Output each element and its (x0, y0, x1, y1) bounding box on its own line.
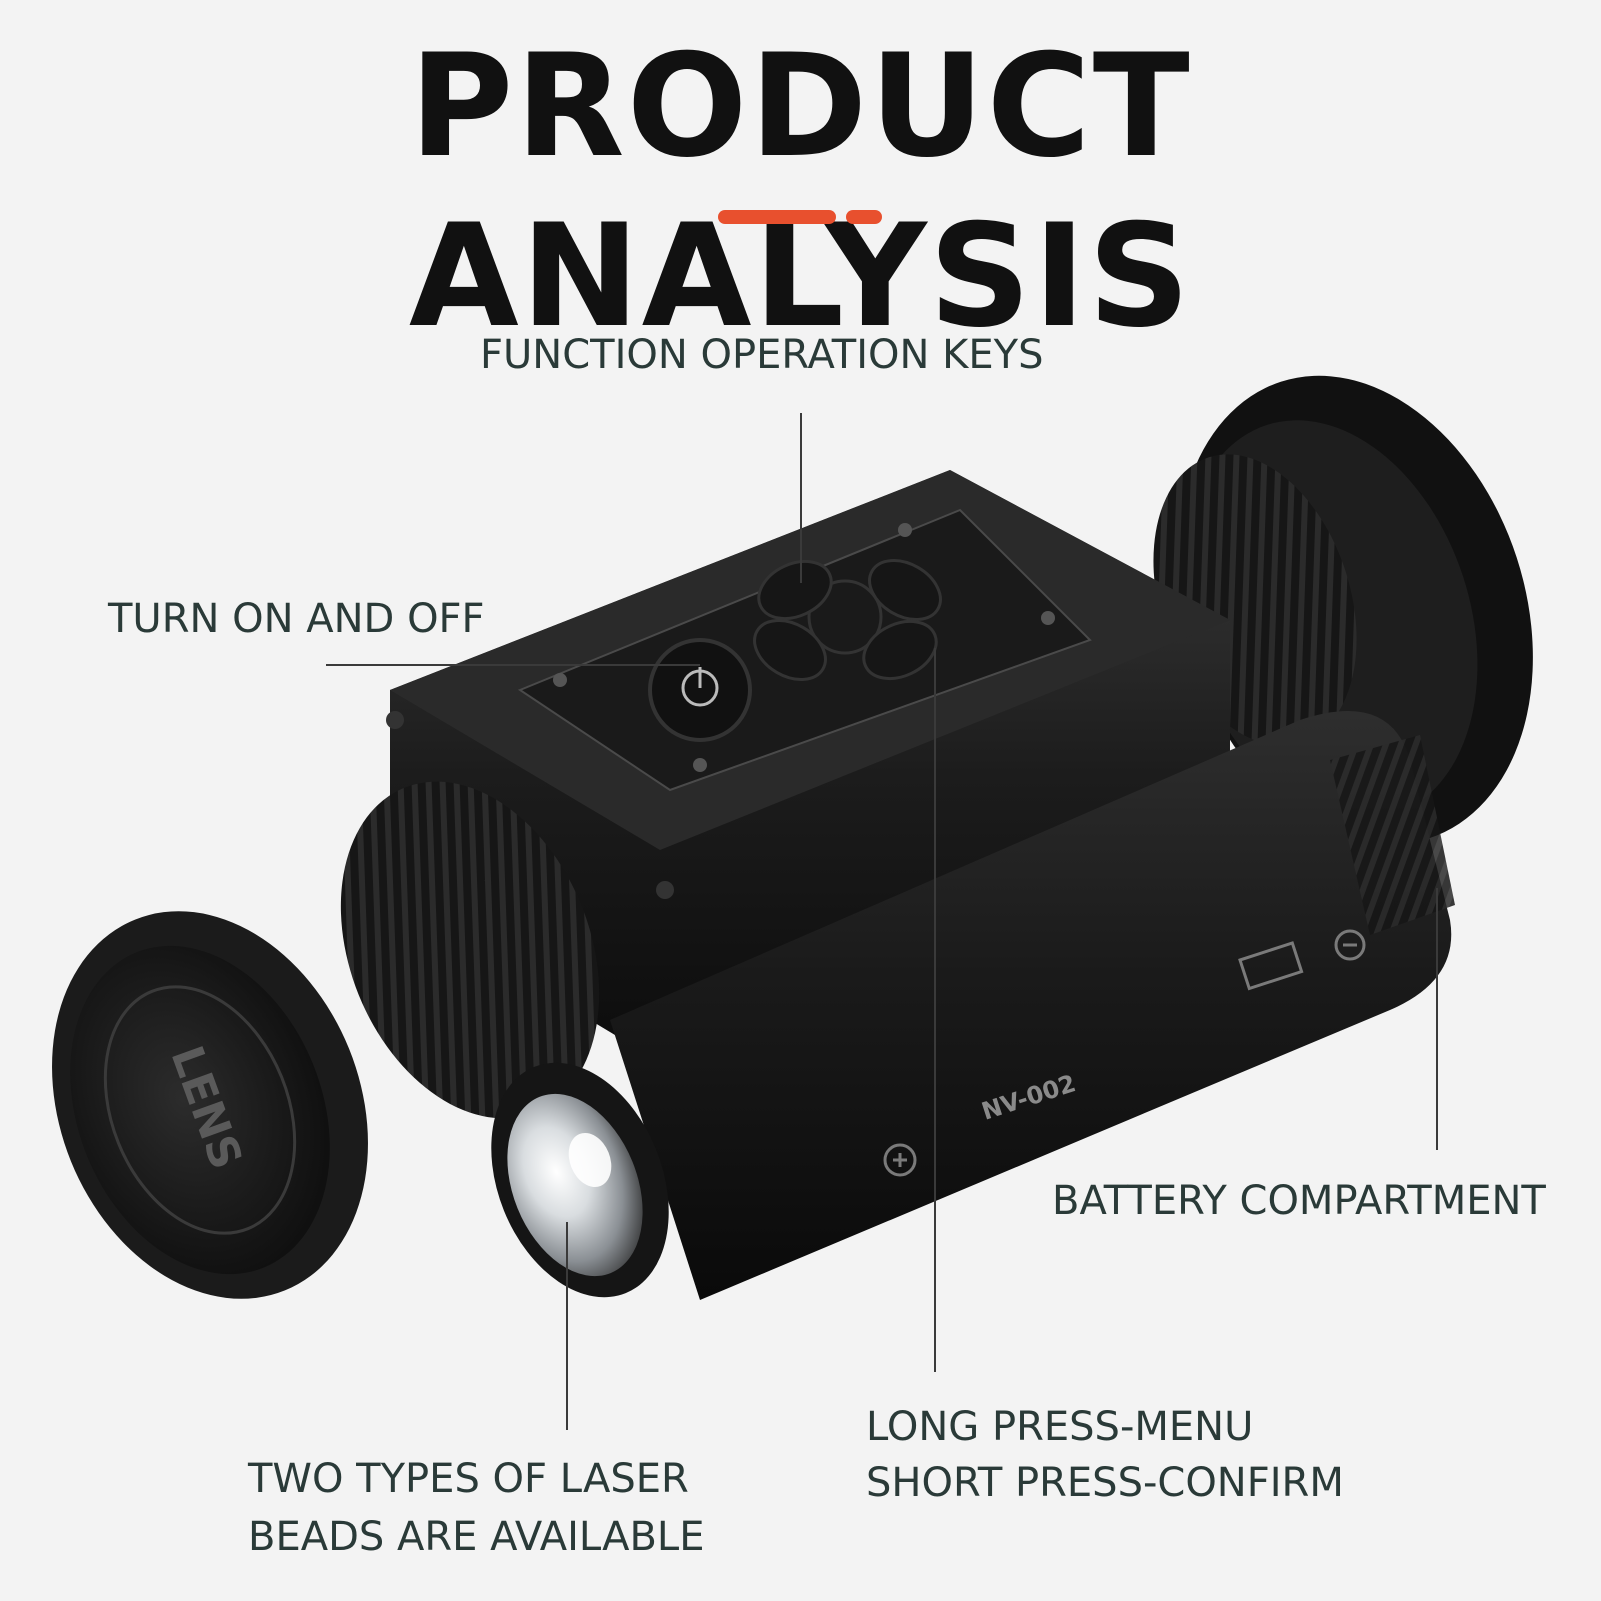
battery-indicator-icon (1238, 941, 1304, 991)
lens-cap: LENS (52, 911, 368, 1299)
callout-menu-line1: LONG PRESS-MENU (866, 1404, 1254, 1450)
callout-laser-line2: BEADS ARE AVAILABLE (248, 1514, 705, 1560)
leader-power (326, 664, 700, 666)
leader-function-keys (800, 413, 802, 583)
minus-icon (1334, 929, 1366, 961)
plus-icon (883, 1143, 917, 1177)
ok-button (807, 579, 883, 655)
accent-bar-short (846, 210, 882, 224)
callout-power: TURN ON AND OFF (108, 596, 485, 642)
power-button (648, 638, 752, 742)
leader-menu (934, 648, 936, 1372)
callout-function-keys: FUNCTION OPERATION KEYS (480, 332, 1044, 378)
callout-menu-line2: SHORT PRESS-CONFIRM (866, 1460, 1344, 1506)
flashlight (491, 1062, 669, 1298)
battery-tube (610, 711, 1452, 1300)
callout-laser-line1: TWO TYPES OF LASER (248, 1456, 689, 1502)
callout-battery: BATTERY COMPARTMENT (1052, 1178, 1546, 1224)
accent-bar-long (718, 210, 836, 224)
control-buttons (386, 523, 1055, 899)
leader-laser (566, 1222, 568, 1430)
leader-battery (1436, 888, 1438, 1150)
